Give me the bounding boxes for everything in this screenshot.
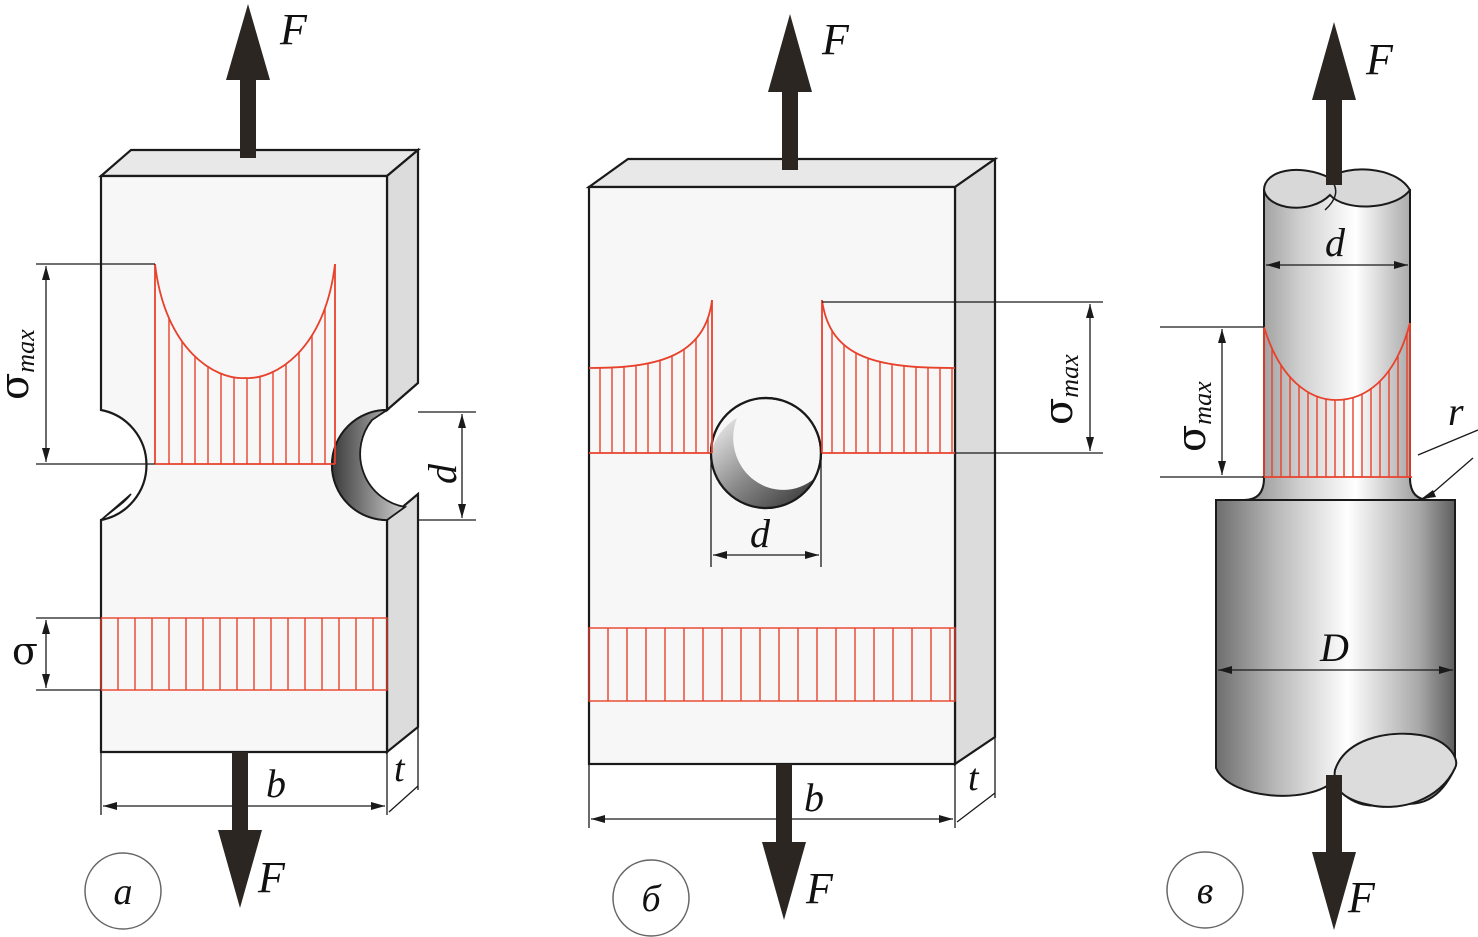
force-arrow-top-a xyxy=(226,4,270,158)
force-label-bottom-b: F xyxy=(805,864,834,913)
force-arrow-bottom-a xyxy=(218,752,262,908)
uniform-stress-hatch-a xyxy=(117,618,374,690)
figure-label-c: в xyxy=(1197,870,1214,912)
shaft-thick-bottom-end xyxy=(1333,732,1458,808)
figure-label-circle-a xyxy=(84,852,162,930)
dim-b-a: b xyxy=(266,761,286,806)
shaft-thin-top xyxy=(1262,168,1412,209)
stress-hatch-b xyxy=(599,317,953,453)
uniform-stress-band-b xyxy=(588,627,956,702)
figure-label-a: а xyxy=(114,871,133,913)
hole-b-shading xyxy=(711,418,815,509)
notch-left-interior xyxy=(100,493,132,521)
notch-right-top-edge xyxy=(386,382,419,411)
dim-b-b: b xyxy=(804,775,824,820)
uniform-stress-hatch-b xyxy=(607,628,951,701)
plate-b-side xyxy=(953,156,997,767)
dim-d-c: d xyxy=(1325,220,1346,265)
stress-curve-b-right xyxy=(821,299,956,369)
uniform-stress-band-a xyxy=(100,617,388,691)
force-label-bottom-c: F xyxy=(1347,873,1376,922)
force-arrow-top-c xyxy=(1312,22,1356,185)
dim-d-a: d xyxy=(420,463,465,484)
figure-label-circle-b xyxy=(612,859,690,937)
force-label-top-b: F xyxy=(821,15,850,64)
sigma-max-label-a: σmax xyxy=(0,329,40,400)
dim-r-c: r xyxy=(1448,389,1464,434)
force-arrow-bottom-c xyxy=(1312,775,1356,930)
force-arrow-top-b xyxy=(768,14,812,170)
figure-label-circle-c xyxy=(1166,851,1244,929)
stress-hatch-c xyxy=(1271,333,1408,477)
figure-b: σmax d b t F F б xyxy=(585,14,1103,937)
stress-hatch-a xyxy=(168,308,326,464)
figure-label-b: б xyxy=(641,878,662,920)
figure-c: d D σmax r F F в xyxy=(1160,22,1478,930)
dim-t-b: t xyxy=(968,757,980,799)
force-label-top-a: F xyxy=(279,5,308,54)
sigma-max-label-c: σmax xyxy=(1169,381,1217,452)
dim-D-c: D xyxy=(1319,625,1349,670)
force-arrow-bottom-b xyxy=(762,764,806,920)
sigma-label-a: σ xyxy=(12,629,38,673)
force-label-bottom-a: F xyxy=(257,853,286,902)
plate-a-side xyxy=(385,147,420,413)
figure-a: σmax σ d b t F F а xyxy=(0,4,476,930)
force-label-top-c: F xyxy=(1365,35,1394,84)
notch-right-interior xyxy=(331,409,408,521)
stress-curve-a xyxy=(154,263,336,379)
plate-a-side-lower xyxy=(385,491,420,755)
dim-t-a: t xyxy=(394,748,406,790)
dim-d-b: d xyxy=(750,511,771,556)
stress-curve-c xyxy=(1263,322,1411,401)
plate-a-top xyxy=(98,148,422,178)
sigma-max-label-b: σmax xyxy=(1036,354,1084,425)
